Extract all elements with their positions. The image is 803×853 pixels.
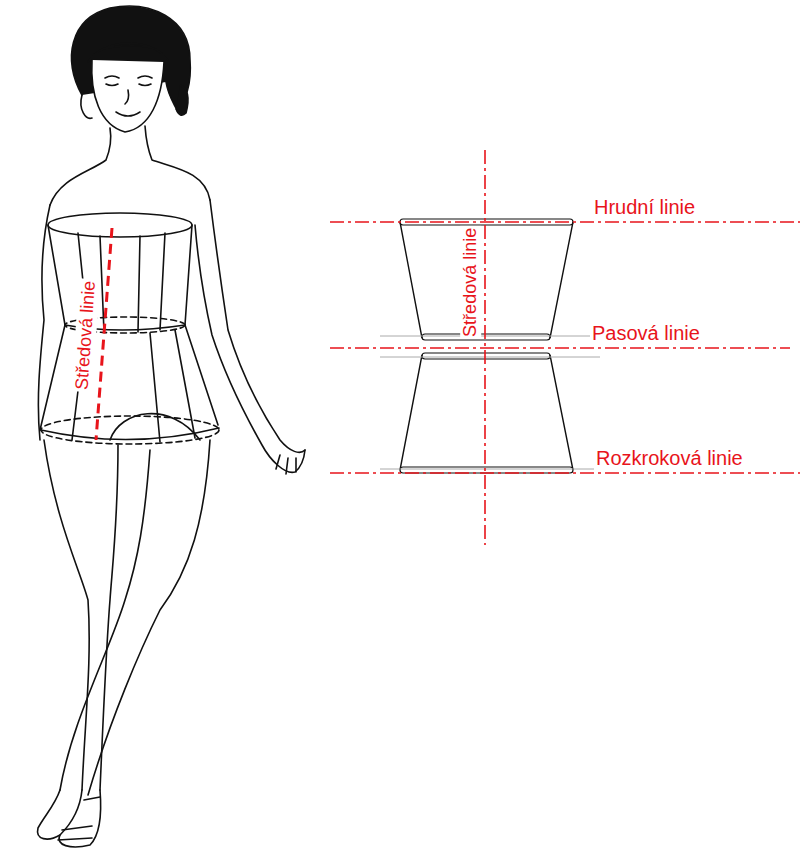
- line-label: Středová linie: [461, 225, 482, 338]
- line-label: Hrudní linie: [592, 196, 697, 219]
- woman-figure: [38, 6, 305, 847]
- line-label: Rozkroková linie: [594, 447, 745, 470]
- line-label: Pasová linie: [590, 322, 702, 345]
- schematic: [330, 150, 800, 545]
- line-label: Středová linie: [72, 278, 101, 392]
- center-line: [96, 228, 112, 440]
